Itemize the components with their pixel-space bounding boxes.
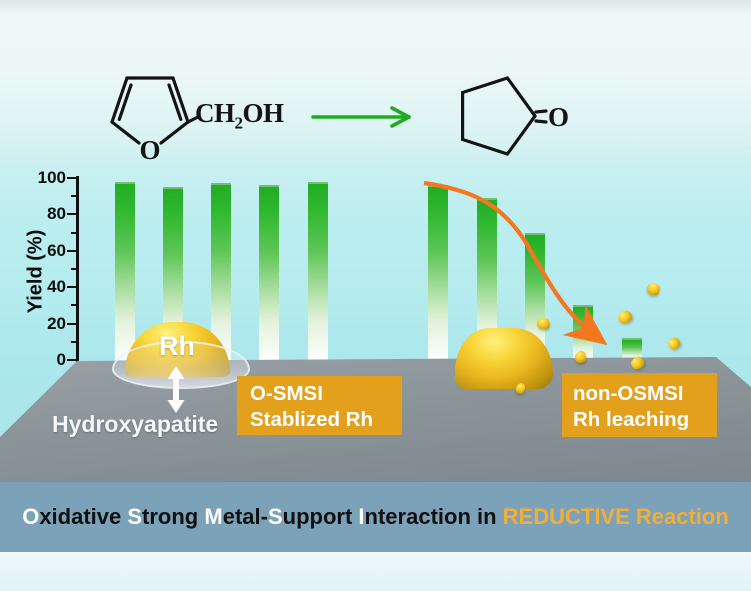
banner: Oxidative Strong Metal-Support Interacti… [0,482,751,552]
banner-segment: trong [142,504,205,529]
banner-segment: I [358,504,365,529]
y-tick-label: 80 [47,204,66,223]
formula-post: OH [242,98,285,128]
formula-pre: CH [195,98,235,128]
banner-segment: M [204,504,223,529]
banner-segment: S [267,504,283,529]
banner-segment: nteraction in [364,504,503,529]
formula-sub: 2 [234,113,244,133]
non-osmsi-box: non-OSMSI Rh leaching [562,373,717,437]
y-tick-mark [67,359,77,361]
hydroxyapatite-label: Hydroxyapatite [52,411,219,437]
y-minor-tick-mark [71,304,77,306]
osmsi-box: O-SMSI Stablized Rh [237,376,402,435]
y-axis-title: Yield (%) [24,229,47,314]
y-tick-label: 100 [37,168,66,187]
banner-segment: xidative [39,504,128,529]
yield-bar [622,338,642,360]
reactant-formula: CH2OH [195,98,284,133]
banner-text: Oxidative Strong Metal-Support Interacti… [22,504,729,530]
y-tick-mark [67,323,77,325]
banner-segment: O [22,504,40,529]
non-osmsi-box-line1: non-OSMSI [573,382,684,405]
yield-bar [308,182,328,360]
banner-segment: S [127,504,143,529]
y-axis-line [76,176,79,363]
banner-segment: etal- [222,504,268,529]
yield-bar [115,182,135,360]
yield-bar [163,187,183,360]
banner-segment: REDUCTIVE Reaction [502,504,729,529]
y-minor-tick-mark [71,232,77,234]
y-tick-mark [67,286,77,288]
rh-nanoparticle-right [455,328,553,389]
y-tick-label: 60 [47,241,66,260]
osmsi-box-line2: Stablized Rh [250,408,374,432]
y-tick-label: 0 [56,350,66,369]
y-tick-mark [67,250,77,252]
y-tick-mark [67,177,77,179]
banner-segment: upport [282,504,359,529]
yield-bar [211,183,231,360]
y-tick-mark [67,213,77,215]
yield-bar [259,185,279,360]
non-osmsi-box-line2: Rh leaching [573,408,690,432]
rh-label: Rh [159,331,195,361]
y-tick-label: 20 [47,314,66,333]
y-minor-tick-mark [71,268,77,270]
bottom-strip [0,552,751,591]
y-minor-tick-mark [71,341,77,343]
y-tick-label: 40 [47,277,66,296]
y-minor-tick-mark [71,195,77,197]
osmsi-box-line1: O-SMSI [250,382,323,405]
